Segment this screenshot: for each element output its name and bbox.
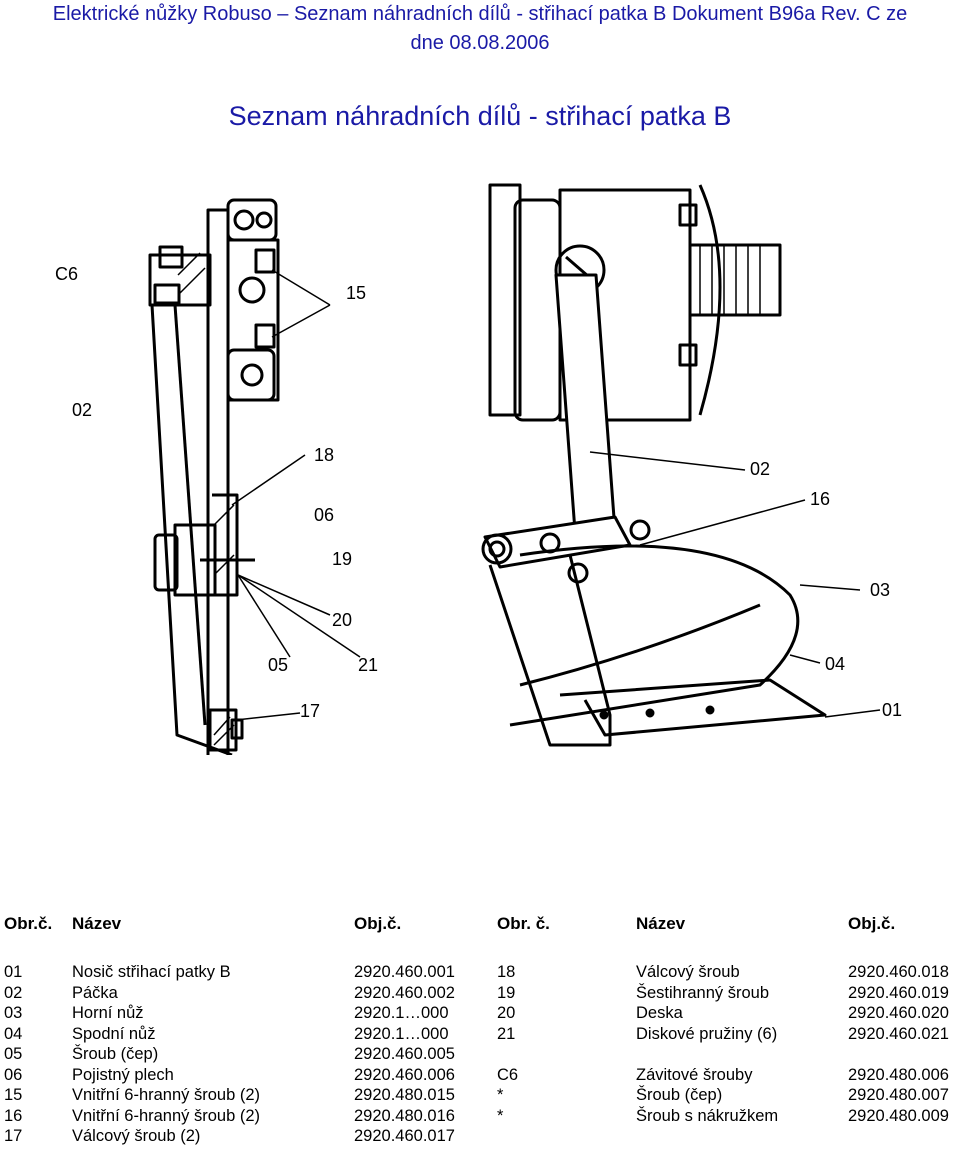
right-row-number: 19: [497, 983, 516, 1002]
left-row-name: Nosič střihací patky B: [72, 963, 231, 981]
right-row-order-no: 2920.480.009: [848, 1106, 949, 1125]
left-row-order-no: 2920.1…000: [354, 1004, 449, 1022]
callout-21: 21: [358, 655, 379, 675]
left-row-number: 06: [4, 1065, 23, 1084]
left-row-order-no: 2920.460.006: [354, 1065, 455, 1084]
callout-c6: C6: [55, 264, 79, 284]
right-row-number: C6: [497, 1065, 519, 1084]
right-row-name: Válcový šroub: [636, 963, 740, 981]
left-row-name: Vnitřní 6-hranný šroub (2): [72, 1086, 261, 1104]
callout-19: 19: [332, 549, 353, 569]
left-row-name: Horní nůž: [72, 1004, 144, 1022]
left-row-number: 05: [4, 1045, 23, 1063]
right-row-order-no: 2920.480.006: [848, 1065, 949, 1084]
header-line-1: Elektrické nůžky Robuso – Seznam náhradn…: [52, 3, 908, 25]
left-row-name: Pojistný plech: [72, 1065, 174, 1084]
left-row-number: 01: [4, 963, 23, 981]
right-row-number: *: [497, 1086, 504, 1104]
callout-16: 16: [810, 489, 831, 509]
technical-drawing: C6 15 02 18 06 19 20 05 21 17 02 16 03 0…: [0, 165, 960, 755]
right-row-number: 21: [497, 1024, 516, 1043]
right-row-name: Diskové pružiny (6): [636, 1024, 778, 1043]
left-row-order-no: 2920.480.016: [354, 1106, 455, 1125]
callout-06: 06: [314, 505, 335, 525]
header-nazev-left: Název: [72, 914, 122, 933]
callout-05: 05: [268, 655, 289, 675]
right-row-order-no: 2920.460.018: [848, 963, 949, 981]
left-row-order-no: 2920.460.005: [354, 1045, 455, 1063]
callout-02-right: 02: [750, 459, 771, 479]
left-row-name: Páčka: [72, 983, 118, 1002]
right-row-name: Deska: [636, 1004, 683, 1022]
right-row-name: Šroub s nákružkem: [636, 1106, 779, 1125]
header-nazev-right: Název: [636, 914, 686, 933]
left-row-number: 04: [4, 1024, 23, 1043]
left-row-order-no: 2920.460.017: [354, 1127, 455, 1145]
callout-03: 03: [870, 580, 891, 600]
right-row-number: 20: [497, 1004, 516, 1022]
page-title: Seznam náhradních dílů - střihací patka …: [228, 101, 732, 131]
right-row-number: *: [497, 1106, 504, 1125]
drawing-svg: [148, 183, 881, 755]
right-row-order-no: 2920.460.021: [848, 1024, 949, 1043]
left-row-order-no: 2920.460.001: [354, 963, 455, 981]
callout-04: 04: [825, 654, 846, 674]
callout-20: 20: [332, 610, 353, 630]
right-row-order-no: 2920.460.020: [848, 1004, 949, 1022]
left-row-number: 17: [4, 1127, 23, 1145]
left-row-number: 03: [4, 1004, 23, 1022]
left-row-name: Spodní nůž: [72, 1024, 156, 1043]
left-row-order-no: 2920.1…000: [354, 1024, 449, 1043]
header-obr-left: Obr.č.: [4, 914, 53, 933]
callout-17: 17: [300, 701, 321, 721]
header-obj-left: Obj.č.: [354, 914, 402, 933]
callout-15: 15: [346, 283, 367, 303]
right-row-order-no: 2920.460.019: [848, 983, 949, 1002]
left-row-name: Vnitřní 6-hranný šroub (2): [72, 1106, 261, 1125]
right-row-name: Šroub (čep): [636, 1086, 723, 1104]
left-row-number: 15: [4, 1086, 23, 1104]
left-row-order-no: 2920.480.015: [354, 1086, 455, 1104]
header-line-2: dne 08.08.2006: [410, 32, 550, 54]
left-row-number: 02: [4, 983, 23, 1002]
document-header: Elektrické nůžky Robuso – Seznam náhradn…: [0, 0, 960, 58]
right-row-order-no: 2920.480.007: [848, 1086, 949, 1104]
left-row-order-no: 2920.460.002: [354, 983, 455, 1002]
left-row-number: 16: [4, 1106, 23, 1125]
right-row-name: Šestihranný šroub: [636, 983, 769, 1002]
header-obr-right: Obr. č.: [497, 914, 550, 933]
left-row-name: Válcový šroub (2): [72, 1127, 201, 1145]
right-row-number: 18: [497, 963, 516, 981]
left-row-name: Šroub (čep): [72, 1045, 159, 1063]
callout-01: 01: [882, 700, 903, 720]
callout-18: 18: [314, 445, 335, 465]
header-obj-right: Obj.č.: [848, 914, 896, 933]
right-row-name: Závitové šrouby: [636, 1065, 753, 1084]
callout-02-left: 02: [72, 400, 93, 420]
